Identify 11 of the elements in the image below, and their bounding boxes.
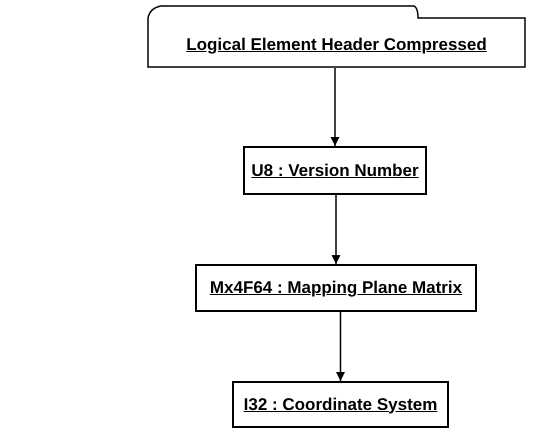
- node-label: Logical Element Header Compressed: [186, 35, 487, 55]
- node-label: U8 : Version Number: [251, 160, 419, 180]
- arrow: [336, 312, 345, 381]
- process-box: [195, 264, 477, 312]
- arrow: [332, 195, 340, 264]
- process-box: [243, 146, 427, 195]
- process-box: [232, 381, 449, 428]
- arrow: [330, 68, 340, 146]
- node-label: I32 : Coordinate System: [244, 394, 438, 414]
- folder-shape: [147, 4, 526, 68]
- node-label: Mx4F64 : Mapping Plane Matrix: [210, 278, 462, 298]
